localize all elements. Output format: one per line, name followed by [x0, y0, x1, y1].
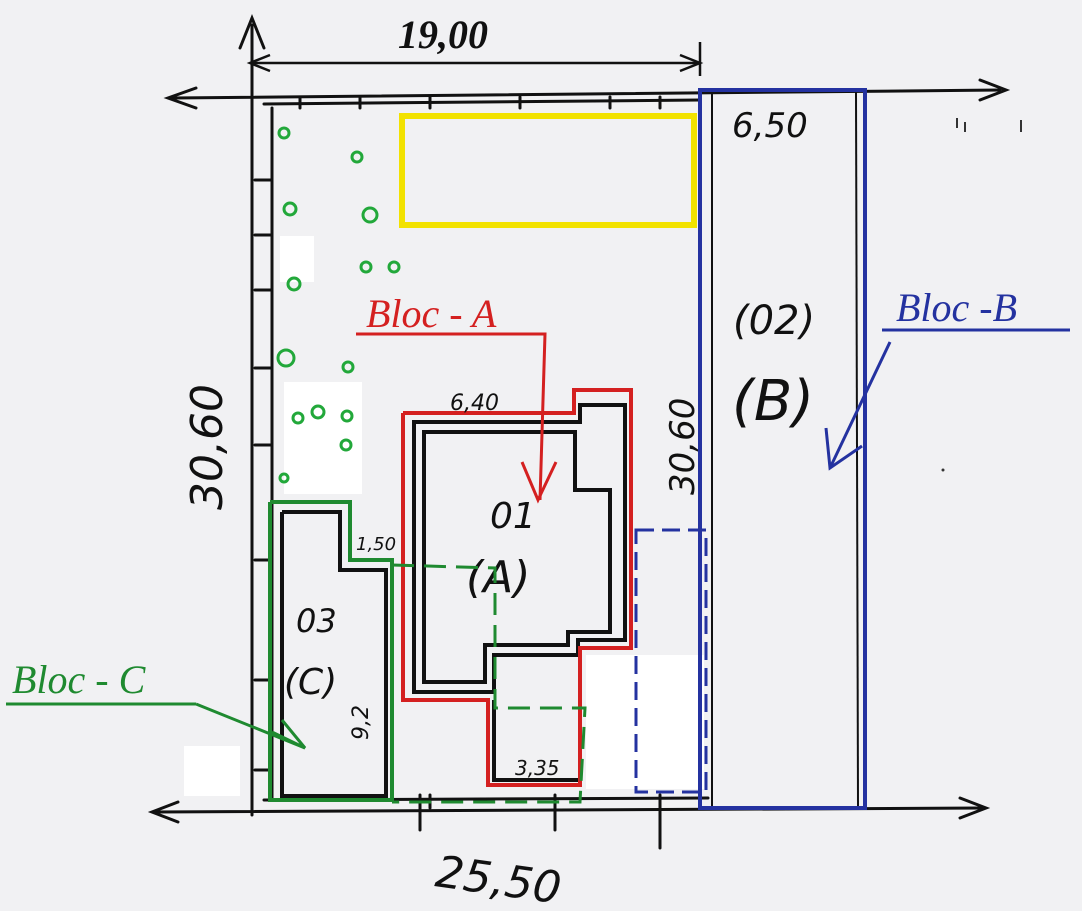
- tree-icon: [291, 411, 305, 425]
- bloc-a-walls: [412, 403, 627, 782]
- bloc-c-code: (C): [284, 662, 337, 703]
- tree-icon: [359, 260, 373, 274]
- tree-icon: [282, 201, 298, 217]
- bloc-c-depth-label: 9,2: [349, 705, 374, 740]
- tree-icon: [310, 404, 326, 420]
- bloc-a-number: 01: [490, 496, 536, 537]
- tree-icon: [278, 472, 290, 484]
- arrow-icon: [356, 332, 558, 504]
- paper-marks: [941, 118, 1022, 472]
- bottom-width-label: 25,50: [432, 846, 564, 911]
- bloc-b-number: (02): [733, 298, 815, 344]
- tree-icon: [341, 360, 355, 374]
- bloc-b-width-label: 6,50: [732, 106, 808, 146]
- tree-icon: [387, 260, 401, 274]
- tree-icon: [277, 126, 291, 140]
- bloc-c-outline: [268, 500, 394, 802]
- bloc-b-code: (B): [732, 369, 814, 434]
- tree-icon: [339, 438, 353, 452]
- top-dimension-line: [246, 42, 704, 76]
- arrow-icon: [6, 702, 307, 750]
- bloc-c-walls: [280, 510, 388, 798]
- bloc-c-label: Bloc - C: [12, 657, 147, 702]
- bloc-b-outline: [698, 88, 867, 810]
- left-depth-label: 30,60: [182, 384, 233, 510]
- bloc-c-extension: [391, 563, 587, 804]
- bloc-a-label: Bloc - A: [366, 291, 497, 336]
- annex-width-label: 3,35: [515, 756, 560, 780]
- bloc-b-label: Bloc -B: [896, 285, 1017, 330]
- tree-icon: [350, 150, 364, 164]
- bloc-b-annex: [634, 528, 708, 794]
- top-width-label: 19,00: [398, 12, 488, 57]
- arrow-icon: [824, 328, 1070, 471]
- yellow-zone: [399, 113, 697, 228]
- trees: [276, 126, 401, 484]
- bloc-c-number: 03: [296, 602, 337, 640]
- bloc-c-width-label: 1,50: [356, 534, 396, 555]
- bloc-a-code: (A): [466, 552, 530, 603]
- tree-icon: [276, 348, 296, 368]
- right-depth-label: 30,60: [663, 398, 703, 495]
- bloc-a-outline: [401, 388, 633, 787]
- tree-icon: [286, 276, 302, 292]
- white-patches: [184, 236, 704, 796]
- tree-icon: [340, 409, 354, 423]
- tree-icon: [361, 206, 379, 224]
- bloc-a-width-label: 6,40: [450, 391, 499, 416]
